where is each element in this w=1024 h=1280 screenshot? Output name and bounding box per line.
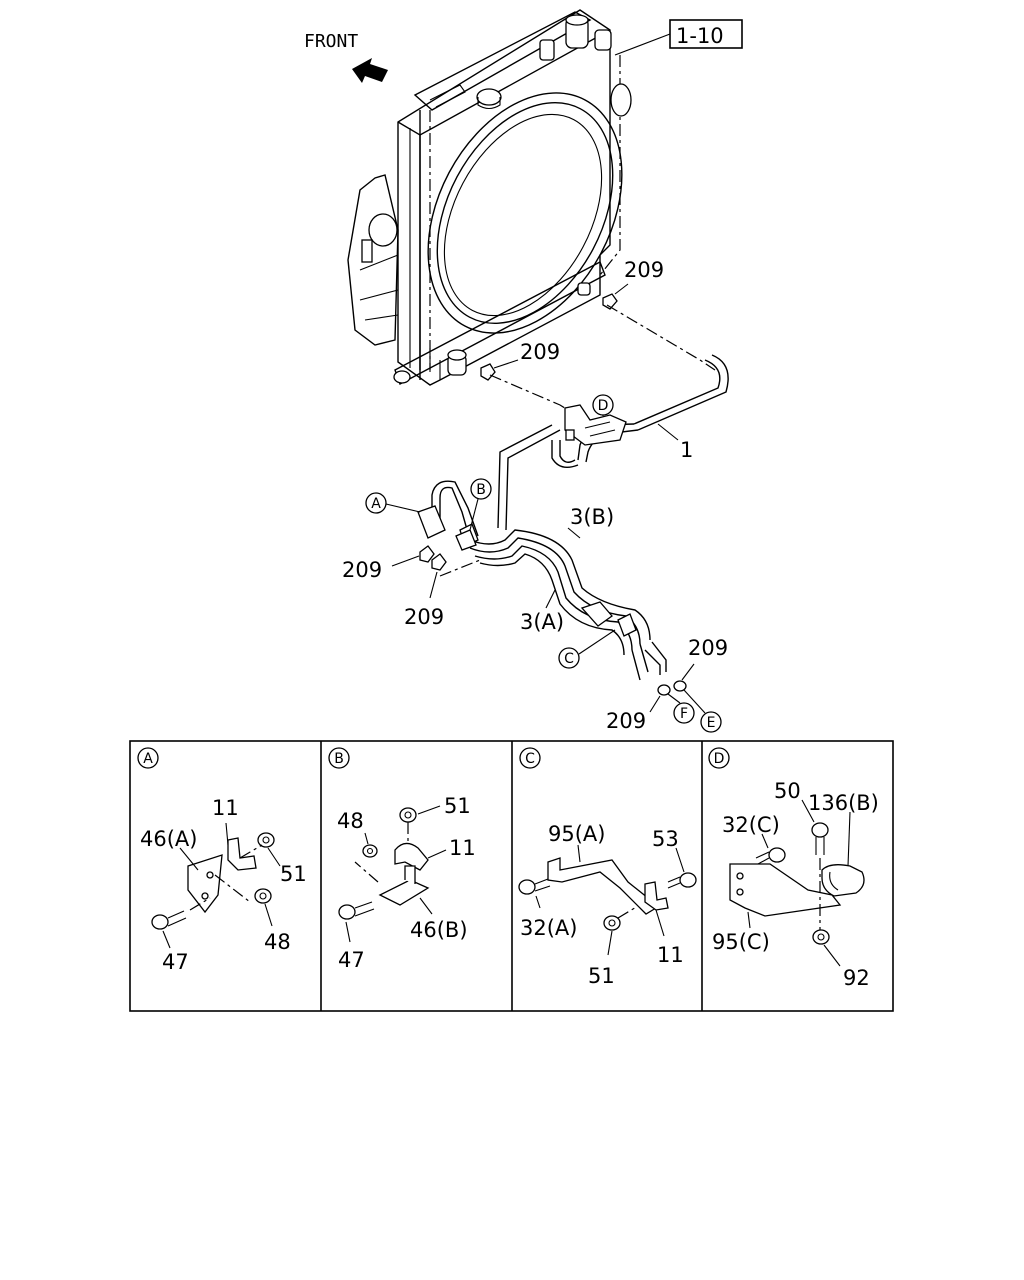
detail-panel-c[interactable]: C 95(A) 53 32(A) 51 11 (518, 747, 697, 988)
label-c-95a: 95(A) (548, 822, 605, 846)
marker-b-text: B (476, 482, 486, 498)
label-d-92: 92 (843, 966, 870, 990)
clip-209-left-a[interactable] (419, 545, 435, 563)
marker-c-text: C (564, 651, 574, 667)
label-209-left-a: 209 (342, 558, 382, 582)
marker-f-text: F (680, 706, 688, 722)
front-arrow-icon (352, 58, 388, 83)
label-a-48: 48 (264, 930, 291, 954)
radiator-assembly[interactable] (347, 9, 661, 386)
label-c-11: 11 (657, 943, 684, 967)
bracket-c[interactable] (580, 601, 637, 637)
detail-d-title: D (714, 751, 725, 767)
marker-b[interactable]: B (470, 478, 492, 500)
reference-box[interactable]: 1-10 (669, 19, 743, 49)
label-b-51: 51 (444, 794, 471, 818)
label-209-top: 209 (624, 258, 664, 282)
label-c-32a: 32(A) (520, 916, 577, 940)
pipe-3-upper[interactable] (497, 424, 561, 531)
label-d-32c: 32(C) (722, 813, 780, 837)
detail-panel-d[interactable]: D 50 136(B) 32(C) 95(C) 92 (708, 747, 879, 990)
marker-e[interactable]: E (700, 711, 722, 733)
clip-209-right-bottom[interactable] (657, 684, 671, 696)
marker-d[interactable]: D (592, 394, 614, 416)
label-b-47: 47 (338, 948, 365, 972)
marker-c[interactable]: C (558, 647, 580, 669)
label-a-46a: 46(A) (140, 827, 197, 851)
label-pipe-3a: 3(A) (520, 610, 564, 634)
radiator-outlet-fitting (447, 349, 467, 376)
marker-d-text: D (598, 398, 609, 414)
detail-b-title: B (334, 751, 344, 767)
bracket-d[interactable] (564, 404, 627, 446)
label-b-11: 11 (449, 836, 476, 860)
clip-209-right-top[interactable] (673, 680, 687, 692)
label-c-53: 53 (652, 827, 679, 851)
detail-c-title: C (525, 751, 535, 767)
radiator-cap-icon (476, 88, 502, 110)
label-c-51: 51 (588, 964, 615, 988)
pipe-3-ends[interactable] (631, 641, 667, 681)
label-209-mid: 209 (520, 340, 560, 364)
reference-box-label: 1-10 (676, 24, 724, 48)
front-label: FRONT (304, 31, 358, 52)
detail-panels (129, 740, 894, 1012)
label-209-right-top: 209 (688, 636, 728, 660)
marker-e-text: E (707, 715, 716, 731)
label-d-95c: 95(C) (712, 930, 770, 954)
reference-leader (614, 33, 671, 56)
marker-a-text: A (371, 496, 381, 512)
detail-panel-a[interactable]: A 11 46(A) 51 47 48 (137, 747, 307, 974)
marker-a[interactable]: A (365, 492, 387, 514)
label-a-51: 51 (280, 862, 307, 886)
label-d-50: 50 (774, 779, 801, 803)
clip-209-left-b[interactable] (431, 553, 447, 571)
detail-panel-b[interactable]: B 51 48 11 47 46(B) (328, 747, 476, 972)
label-209-right-bottom: 209 (606, 709, 646, 733)
clip-209-top[interactable] (602, 293, 618, 310)
clip-209-mid[interactable] (480, 363, 496, 381)
label-b-46b: 46(B) (410, 918, 468, 942)
label-d-136b: 136(B) (808, 791, 879, 815)
label-pipe-3b: 3(B) (570, 505, 614, 529)
label-a-47: 47 (162, 950, 189, 974)
bracket-b[interactable] (455, 529, 477, 551)
label-209-left-b: 209 (404, 605, 444, 629)
marker-f[interactable]: F (673, 702, 695, 724)
label-a-11: 11 (212, 796, 239, 820)
label-b-48: 48 (337, 809, 364, 833)
label-pipe-1: 1 (680, 438, 693, 462)
detail-a-title: A (143, 751, 153, 767)
